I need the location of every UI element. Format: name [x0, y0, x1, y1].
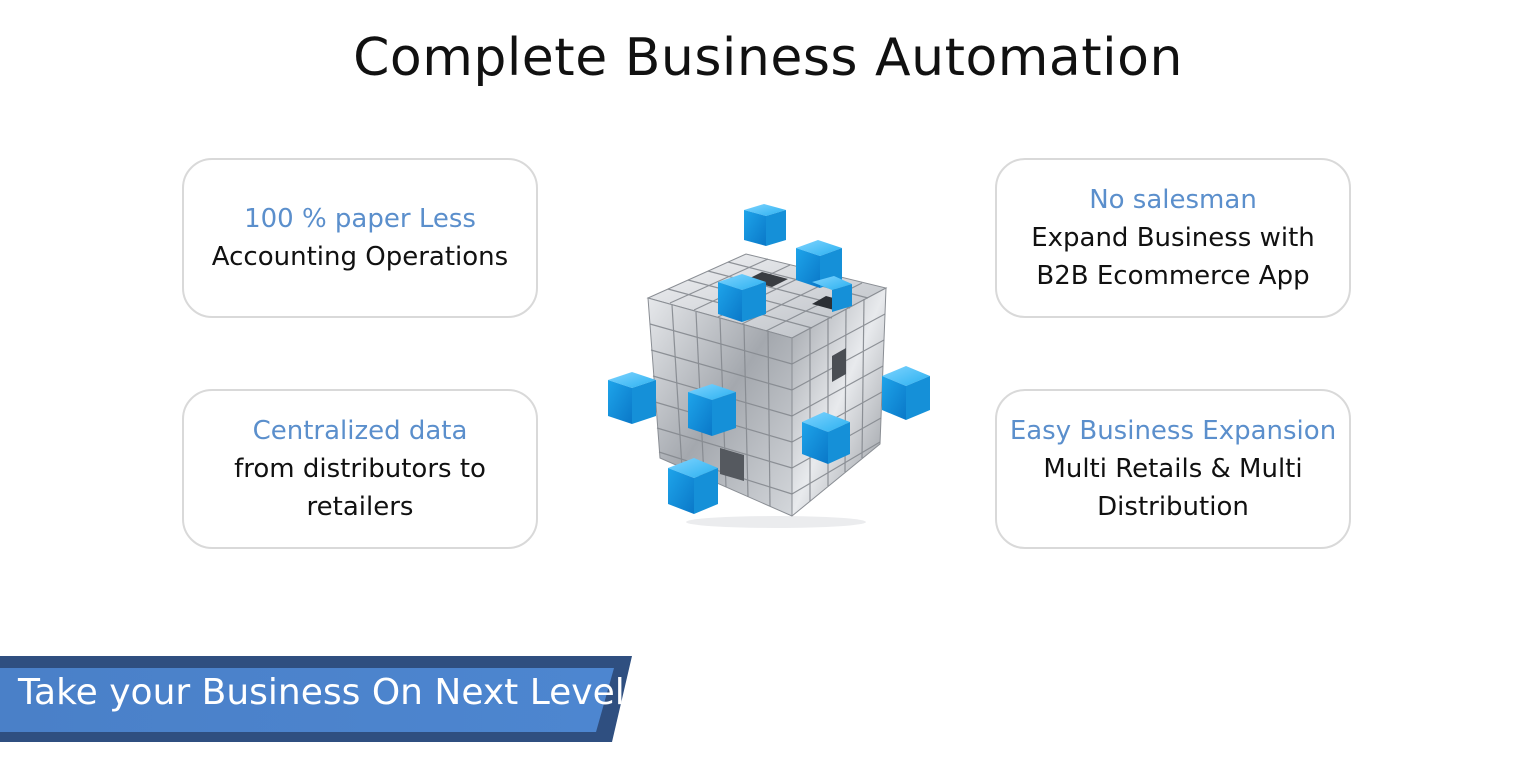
feature-card-heading: No salesman: [1089, 185, 1257, 215]
cube-blocks-icon: [596, 196, 940, 532]
feature-card-no-salesman: No salesman Expand Business with B2B Eco…: [995, 158, 1351, 318]
feature-card-centralized-data: Centralized data from distributors to re…: [182, 389, 538, 549]
banner-text: Take your Business On Next Level: [18, 672, 625, 713]
slide-title: Complete Business Automation: [353, 28, 1183, 88]
feature-card-heading: Easy Business Expansion: [1009, 416, 1337, 446]
feature-card-body: Multi Retails & Multi Distribution: [1043, 454, 1303, 522]
feature-card-body: from distributors to retailers: [234, 454, 486, 522]
feature-card-heading: 100 % paper Less: [244, 204, 476, 234]
feature-card-paperless: 100 % paper Less Accounting Operations: [182, 158, 538, 318]
feature-card-heading: Centralized data: [252, 416, 468, 446]
feature-card-body: Accounting Operations: [211, 242, 509, 272]
banner-ribbon: [0, 656, 632, 742]
feature-card-business-expansion: Easy Business Expansion Multi Retails & …: [995, 389, 1351, 549]
feature-card-body: Expand Business with B2B Ecommerce App: [1031, 223, 1315, 291]
